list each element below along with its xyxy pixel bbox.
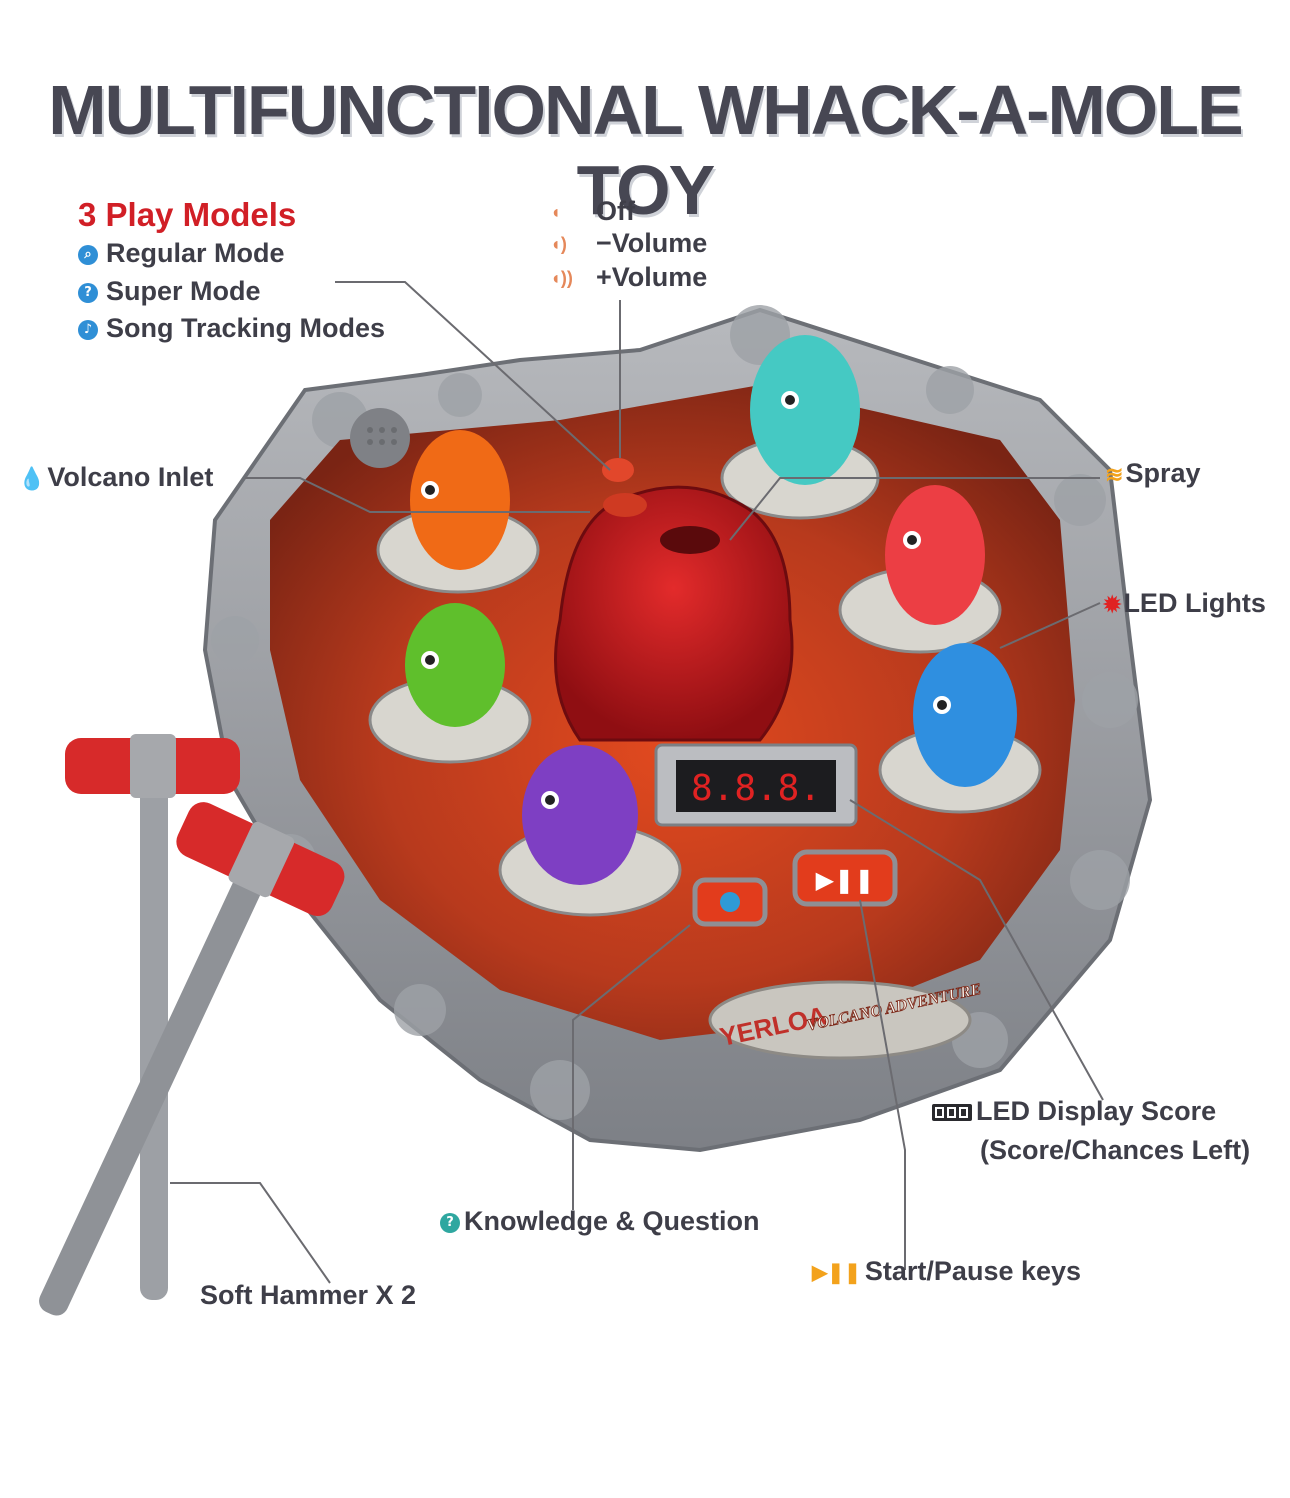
speaker-grille [350,408,410,468]
led-lights-label: LED Lights [1123,588,1266,618]
callout-spray: ≋Spray [1105,458,1200,489]
dino-blue [913,643,1017,787]
dino-teal [750,335,860,485]
speaker-high-icon: ◖)) [550,268,573,289]
dino-green [405,603,505,727]
callout-led-display: LED Display Score [932,1096,1216,1127]
sound-volume-down-label: −Volume [596,228,708,258]
mode-song-label: Song Tracking Modes [106,313,386,343]
dino-purple [522,745,638,885]
start-pause-label: Start/Pause keys [864,1256,1082,1286]
spray-icon: ≋ [1105,461,1124,487]
callout-knowledge: ?Knowledge & Question [440,1206,760,1237]
question-icon: ? [78,282,98,303]
spray-label: Spray [1125,458,1201,488]
light-burst-icon: ✹ [1103,591,1122,617]
speaker-off-icon: ◖ [550,202,561,223]
sound-off-label: Off [596,196,635,226]
mode-regular-label: Regular Mode [106,238,285,268]
mode-super-label: Super Mode [106,276,261,306]
volcano-inlet-label: Volcano Inlet [47,462,214,492]
play-pause-icon: ▶❚❚ [812,1262,861,1285]
mode-button [603,493,647,517]
music-icon: ♪ [78,319,98,340]
sound-volume-up-label: +Volume [596,262,708,292]
svg-text:▶❚❚: ▶❚❚ [816,866,875,894]
led-digits-icon [932,1104,972,1122]
led-display-label-1: LED Display Score [976,1096,1217,1126]
mode-super: ? Super Mode [78,276,261,307]
water-drop-icon: 💧 [18,465,46,491]
callout-volcano-inlet: 💧Volcano Inlet [18,462,213,493]
callout-led-lights: ✹LED Lights [1103,588,1266,619]
dino-orange [410,430,510,570]
volume-button [602,458,634,482]
sound-volume-up: ◖)) +Volume [550,262,707,293]
question-bubble-icon: ? [440,1212,460,1233]
speaker-low-icon: ◖) [550,234,567,255]
mode-song: ♪ Song Tracking Modes [78,313,385,344]
dino-red [885,485,985,625]
mode-regular: ⌕ Regular Mode [78,238,285,269]
callout-led-display-sub: (Score/Chances Left) [980,1135,1251,1165]
callout-start-pause: ▶❚❚Start/Pause keys [812,1256,1081,1287]
sound-off: ◖ Off [550,196,635,227]
hammer-2 [39,802,345,1316]
page-title: MULTIFUNCTIONAL WHACK-A-MOLE TOY [48,71,1243,229]
volcano [554,485,794,742]
knowledge-label: Knowledge & Question [464,1206,760,1236]
magnifier-icon: ⌕ [78,244,98,265]
sound-volume-down: ◖) −Volume [550,228,707,259]
callout-hammer: Soft Hammer X 2 [200,1280,417,1310]
play-models-heading: 3 Play Models [78,196,297,233]
start-pause-key: ▶❚❚ [792,849,898,907]
question-key [692,877,768,927]
hammer-1 [65,734,240,1300]
led-display [654,743,858,827]
led-display-digits: 8.8.8. [691,768,821,809]
